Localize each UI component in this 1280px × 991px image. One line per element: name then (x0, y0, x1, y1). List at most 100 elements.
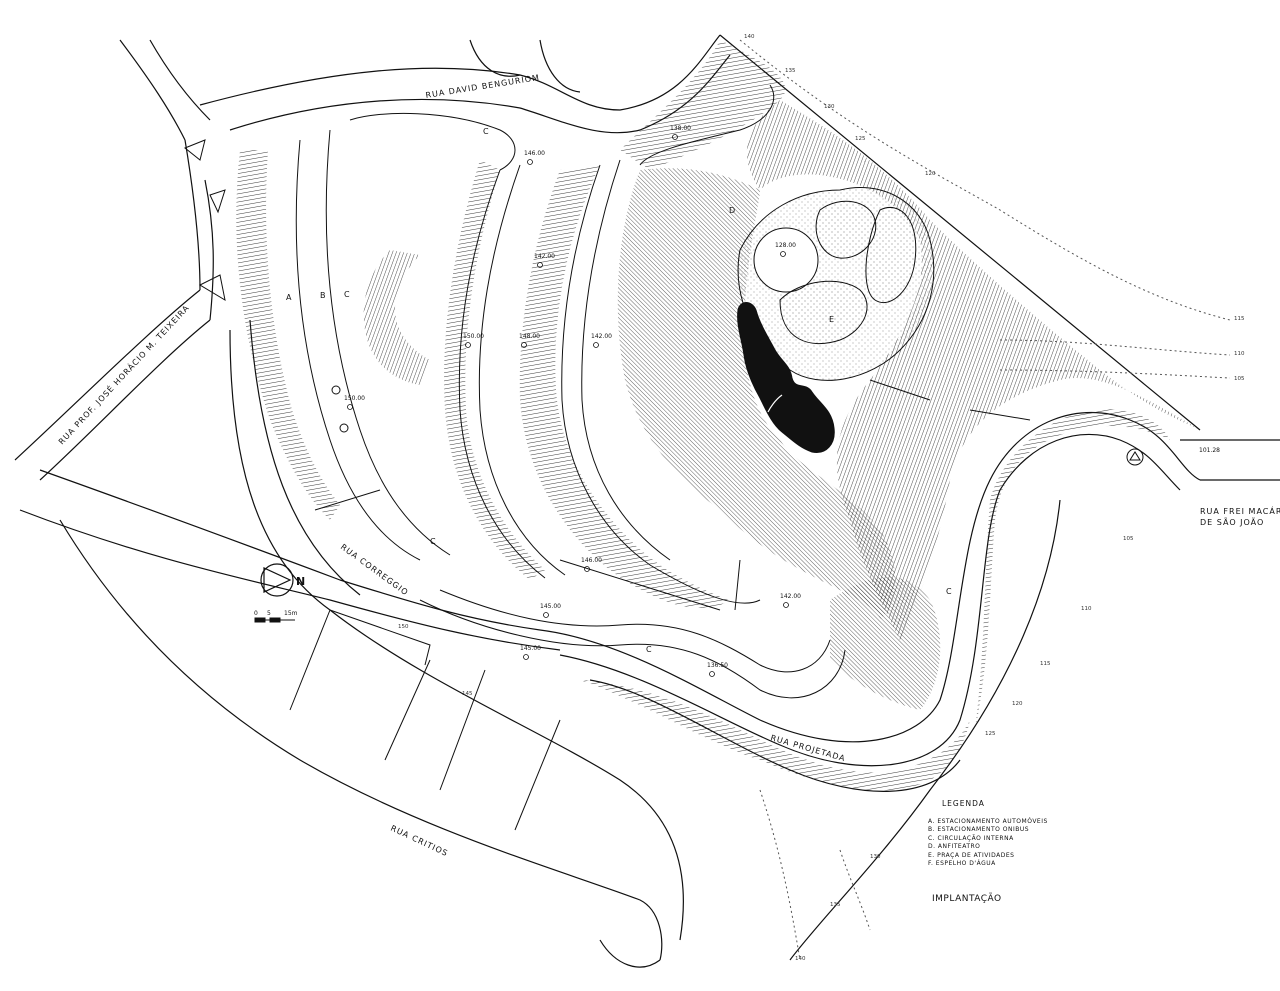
water-mirror-pointer (767, 394, 783, 413)
roundabout-island-1 (184, 139, 206, 161)
elev-142a: 142.00 (534, 253, 555, 260)
contour-125-top: 125 (855, 136, 866, 142)
contour-110-lower: 110 (1081, 606, 1092, 612)
elevation-markers: 146.00 138.00 142.00 128.00 150.00 148.0… (344, 125, 1220, 669)
area-letter-c-4: C (646, 645, 652, 654)
street-projetada-edge-2 (559, 433, 1181, 767)
contour-130-lower: 130 (870, 854, 881, 860)
area-letter-a: A (286, 293, 292, 302)
legend: LEGENDA A. ESTACIONAMENTO AUTOMÓVEIS B. … (928, 799, 1128, 869)
contour-110-right: 110 (1234, 351, 1245, 357)
slope-northeast-area (746, 100, 1200, 640)
area-letter-c-3: C (430, 537, 436, 546)
slope-top-right (620, 40, 786, 170)
elev-101-28: 101.28 (1199, 447, 1220, 454)
north-arrow (260, 563, 294, 597)
legend-item-e: E. PRAÇA DE ATIVIDADES (928, 851, 1015, 859)
contour-135-top: 135 (785, 68, 796, 74)
slope-parking (236, 150, 340, 520)
street-label-frei-macario-1: RUA FREI MACÁRIO (1200, 505, 1280, 516)
elev-142c: 142.00 (780, 593, 801, 600)
elev-142b: 142.00 (591, 333, 612, 340)
elevation-symbols (347, 134, 789, 677)
contour-125-lower: 125 (985, 731, 996, 737)
elev-150b: 150.00 (344, 395, 365, 402)
street-label-critios: RUA CRITIOS (389, 824, 450, 859)
round-plaza-small (753, 227, 819, 293)
contour-105-lower: 105 (1123, 536, 1134, 542)
scale-bar (254, 617, 295, 623)
street-david-benguriom-edge-outer (199, 34, 721, 111)
area-letter-c-5: C (946, 587, 952, 596)
area-letter-c-2: C (483, 127, 489, 136)
area-letter-c-1: C (344, 290, 350, 299)
legend-item-f: F. ESPELHO D'ÁGUA (928, 860, 996, 867)
contour-140-top: 140 (744, 34, 755, 40)
slope-central-band-2 (519, 165, 730, 609)
street-label-frei-macario-2: DE SÃO JOÃO (1200, 517, 1264, 527)
street-correggio-edge-2 (39, 469, 541, 631)
street-horacio-teixeira-edge-1 (14, 289, 201, 461)
scale-label-0: 0 (254, 610, 258, 617)
area-letters: A B C C C D E C C (286, 127, 952, 654)
contour-150-left: 150 (398, 624, 409, 630)
turning-circle-1 (331, 385, 341, 395)
street-network (14, 34, 1280, 968)
street-label-david-benguriom: RUA DAVID BENGURIOM (425, 73, 541, 100)
street-label-correggio: RUA CORREGGIO (339, 542, 410, 597)
street-horacio-teixeira-edge-2 (39, 319, 211, 481)
elev-128: 128.00 (775, 242, 796, 249)
contour-140-lower: 140 (795, 956, 806, 962)
elev-145: 145.00 (540, 603, 561, 610)
legend-item-b: B. ESTACIONAMENTO ONIBUS (928, 826, 1030, 833)
slope-bottom-band (580, 680, 970, 791)
area-letter-d: D (729, 206, 735, 215)
street-correggio-edge-1 (19, 509, 561, 651)
slope-south-fan (830, 576, 941, 710)
contour-105-right: 105 (1234, 376, 1245, 382)
slope-amphitheatre (617, 168, 895, 620)
plaza-inner-1 (815, 200, 877, 259)
contour-145-left: 145 (462, 691, 473, 697)
contour-120-top: 120 (925, 171, 936, 177)
contour-115-right: 115 (1234, 316, 1245, 322)
contour-115-lower: 115 (1040, 661, 1051, 667)
water-mirror (737, 302, 835, 453)
legend-title: LEGENDA (942, 799, 985, 808)
legend-item-a: A. ESTACIONAMENTO AUTOMÓVEIS (928, 817, 1048, 825)
contour-120-lower: 120 (1012, 701, 1023, 707)
elev-148: 148.00 (519, 333, 540, 340)
street-critios-edge-1 (229, 329, 684, 941)
plaza-inner-2 (865, 207, 917, 303)
scale-label-15: 15m (284, 610, 298, 617)
turning-circle-2 (339, 423, 349, 433)
roundabout-island-2 (209, 189, 226, 214)
scale-label-5: 5 (267, 610, 271, 617)
elev-146a: 146.00 (524, 150, 545, 157)
turning-circle-3 (1126, 448, 1144, 466)
north-label: N (296, 575, 305, 588)
site-features (184, 39, 1231, 961)
contour-labels: 140 135 130 125 120 115 110 105 150 145 … (398, 34, 1245, 962)
elev-145b: 145.00 (520, 645, 541, 652)
sheet-title: IMPLANTAÇÃO (932, 894, 1002, 904)
contour-130-top: 130 (824, 104, 835, 110)
elev-146b: 146.00 (581, 557, 602, 564)
elev-138: 138.00 (670, 125, 691, 132)
activities-square (737, 186, 935, 381)
plaza-inner-3 (779, 280, 868, 345)
contour-135-lower: 135 (830, 902, 841, 908)
elev-136-50: 136.50 (707, 662, 728, 669)
slope-left-island (363, 250, 430, 385)
elev-150: 150.00 (463, 333, 484, 340)
area-letter-e: E (829, 315, 834, 324)
area-letter-b: B (320, 291, 326, 300)
street-critios-edge-2 (249, 319, 361, 596)
slope-hatching (236, 40, 1200, 791)
roundabout-island-3 (198, 274, 226, 302)
street-label-horacio-teixeira: RUA PROF. JOSÉ HORÁCIO M. TEIXEIRA (55, 302, 191, 447)
plot-lines (289, 609, 561, 831)
slope-central-band-1 (444, 160, 545, 580)
legend-item-d: D. ANFITEATRO (928, 843, 981, 850)
